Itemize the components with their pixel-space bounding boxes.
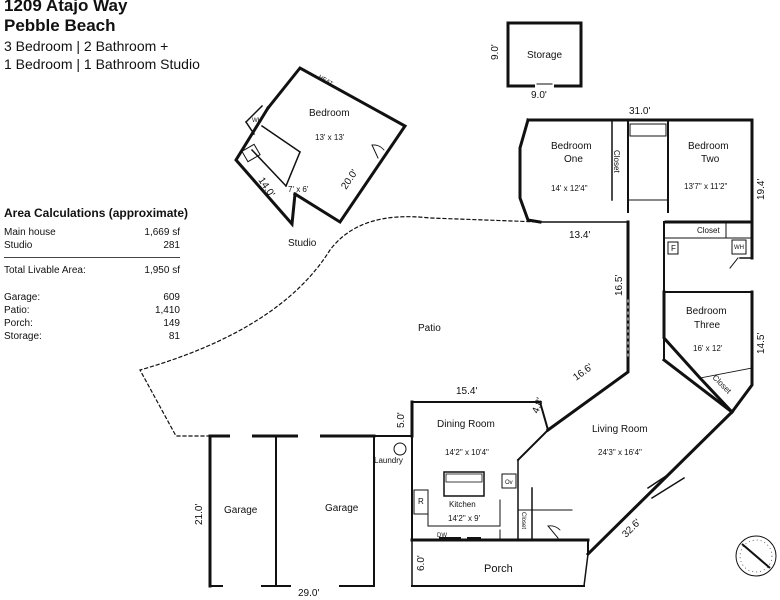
studio-walls <box>234 66 408 228</box>
fridge-f-label: F <box>671 244 676 253</box>
bedroom-one-label-2: One <box>564 154 583 165</box>
dim-right-19-4: 19.4' <box>756 179 767 200</box>
property-summary-studio: 1 Bedroom | 1 Bathroom Studio <box>4 56 200 72</box>
kitchen-label: Kitchen <box>449 500 476 509</box>
dining-kitchen-walls <box>410 400 573 541</box>
dim-storage-vertical: 9.0' <box>490 44 501 60</box>
dim-29-0: 29.0' <box>298 588 319 599</box>
dim-13-4: 13.4' <box>569 230 590 241</box>
refrigerator-label: R <box>418 497 424 506</box>
storage-walls <box>506 21 583 88</box>
bedroom-wing-walls <box>518 118 754 293</box>
dim-top-31: 31.0' <box>629 106 650 117</box>
bedroom-one-label: Bedroom <box>551 141 592 152</box>
patio-label: Patio <box>418 323 441 334</box>
area-calculations-title: Area Calculations (approximate) <box>4 206 189 220</box>
closet-label-2: Closet <box>697 226 720 235</box>
laundry-label: Laundry <box>374 456 403 465</box>
porch-walls <box>410 525 590 587</box>
living-room-label: Living Room <box>592 424 648 435</box>
bedroom-two-label-2: Two <box>701 154 720 165</box>
heat-label: HEAT <box>317 75 334 88</box>
dim-studio-20: 20.0' <box>339 168 360 192</box>
garage-label-1: Garage <box>224 505 258 516</box>
bedroom-two-label: Bedroom <box>688 141 729 152</box>
dining-room-label: Dining Room <box>437 419 495 430</box>
bedroom-one-dim: 14' x 12'4" <box>551 184 588 193</box>
closet-label-1: Closet <box>612 150 621 173</box>
dim-14-5: 14.5' <box>756 333 767 354</box>
dim-21-0: 21.0' <box>194 504 205 525</box>
bedroom-three-dim: 16' x 12' <box>693 344 723 353</box>
dishwasher-label: DW <box>437 533 447 539</box>
compass-icon <box>735 535 777 577</box>
area-row-total: Total Livable Area:1,950 sf <box>4 265 180 276</box>
bedroom-three-walls <box>662 290 754 415</box>
bedroom-three-label-2: Three <box>694 320 721 331</box>
property-city: Pebble Beach <box>4 16 116 35</box>
studio-bedroom-dim: 13' x 13' <box>315 133 345 142</box>
porch-label: Porch <box>484 563 513 575</box>
living-room-walls <box>516 220 735 557</box>
bedroom-three-label: Bedroom <box>686 306 727 317</box>
patio-outline <box>139 216 541 437</box>
dim-storage-horizontal: 9.0' <box>531 90 547 101</box>
water-heater-label-2: WH <box>734 245 744 251</box>
area-row-patio: Patio:1,410 <box>4 305 180 316</box>
area-row-porch: Porch:149 <box>4 318 180 329</box>
property-summary-main: 3 Bedroom | 2 Bathroom + <box>4 38 169 54</box>
garage-label-2: Garage <box>325 503 359 514</box>
dim-16-5: 16.5' <box>614 275 625 296</box>
living-room-dim: 24'3" x 16'4" <box>598 448 642 457</box>
dim-16-6: 16.6' <box>571 362 595 384</box>
studio-bedroom-label: Bedroom <box>309 108 350 119</box>
dim-5-0: 5.0' <box>396 412 407 428</box>
closet-label-4: Closet <box>520 512 526 529</box>
area-row-storage: Storage:81 <box>4 331 180 342</box>
dining-room-dim: 14'2" x 10'4" <box>445 448 489 457</box>
area-row-garage: Garage:609 <box>4 292 180 303</box>
bedroom-two-dim: 13'7" x 11'2" <box>684 182 727 191</box>
studio-bath-dim: 7' x 6' <box>288 185 309 194</box>
studio-label: Studio <box>288 238 317 249</box>
oven-label: Ov <box>505 480 513 486</box>
storage-label: Storage <box>527 50 562 61</box>
dim-15-4: 15.4' <box>456 386 477 397</box>
dim-6-0: 6.0' <box>416 555 427 571</box>
property-address: 1209 Atajo Way <box>4 0 128 15</box>
kitchen-dim: 14'2" x 9' <box>448 514 481 523</box>
area-divider <box>4 257 180 258</box>
water-heater-label: WH <box>252 118 262 124</box>
dim-4-8: 4.8' <box>530 396 546 415</box>
